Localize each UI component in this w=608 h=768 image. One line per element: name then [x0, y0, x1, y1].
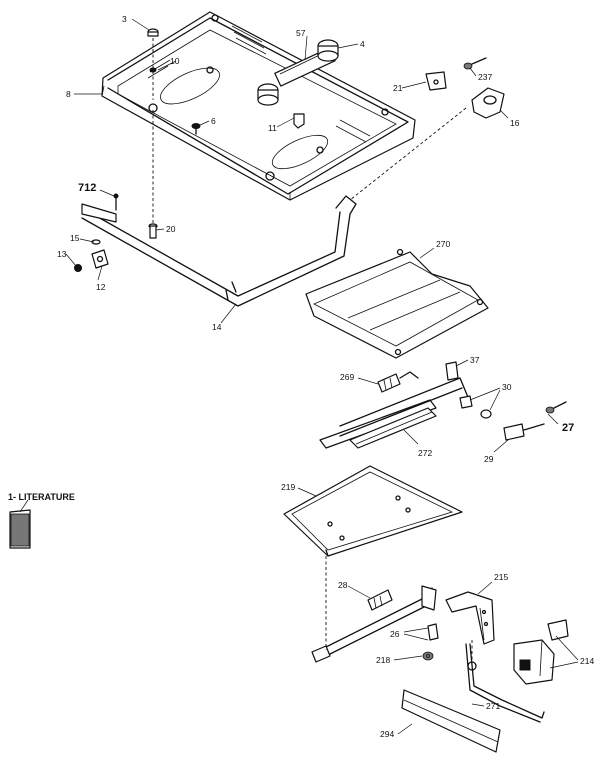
label-27: 27: [562, 422, 574, 434]
bracket-30: [459, 395, 492, 419]
label-37: 37: [470, 355, 480, 365]
screw-20: [148, 223, 158, 239]
label-8: 8: [66, 89, 71, 99]
label-4: 4: [360, 39, 365, 49]
label-14: 14: [212, 322, 222, 332]
label-13: 13: [57, 249, 67, 259]
pipe-271: [465, 640, 545, 723]
burner-272: [319, 377, 471, 449]
label-294: 294: [380, 729, 394, 739]
panel-270: [305, 248, 489, 359]
screw-6: [191, 123, 201, 135]
literature-booklet: [9, 499, 31, 549]
nut-218: [422, 651, 434, 661]
label-57: 57: [296, 28, 306, 38]
label-10: 10: [170, 56, 180, 66]
label-214: 214: [580, 656, 594, 666]
label-15: 15: [70, 233, 80, 243]
burner-valve-assembly: [257, 39, 339, 106]
screw-15: [91, 239, 101, 245]
label-12: 12: [96, 282, 106, 292]
panel-219: [283, 465, 463, 557]
leader-lines: [65, 18, 579, 735]
burner-lower: [311, 556, 437, 663]
igniter-28: [367, 589, 393, 611]
part-labels: 3 57 4 10 8 6 11 21 237 16 712 20 15 13 …: [8, 14, 594, 739]
label-20: 20: [166, 224, 176, 234]
label-21: 21: [393, 83, 403, 93]
nut-27: [545, 401, 567, 414]
nut-13: [74, 264, 82, 272]
label-26: 26: [390, 629, 400, 639]
nut-237: [463, 57, 487, 70]
label-28: 28: [338, 580, 348, 590]
label-272: 272: [418, 448, 432, 458]
label-6: 6: [211, 116, 216, 126]
nut-3: [147, 28, 159, 37]
fitting-12: [91, 249, 109, 269]
valve-214: [513, 619, 569, 685]
label-269: 269: [340, 372, 354, 382]
burner-box: [101, 11, 416, 201]
igniter-269: [377, 371, 419, 393]
label-30: 30: [502, 382, 512, 392]
clip-11: [293, 113, 305, 129]
bracket-215: [445, 591, 495, 645]
manifold-pipe: [81, 195, 357, 307]
label-712: 712: [78, 182, 96, 194]
label-29: 29: [484, 454, 494, 464]
clip-26: [427, 623, 439, 641]
label-219: 219: [281, 482, 295, 492]
label-237: 237: [478, 72, 492, 82]
rail-294: [401, 689, 501, 753]
label-11: 11: [268, 123, 277, 133]
label-218: 218: [376, 655, 390, 665]
label-270: 270: [436, 239, 450, 249]
orifice-29: [503, 423, 545, 441]
label-271: 271: [486, 701, 500, 711]
label-3: 3: [122, 14, 127, 24]
label-literature: 1- LITERATURE: [8, 492, 75, 502]
bracket-21: [425, 71, 447, 91]
label-215: 215: [494, 572, 508, 582]
label-16: 16: [510, 118, 520, 128]
clip-37: [445, 361, 459, 381]
screw-712: [113, 193, 119, 211]
mount-16: [471, 87, 505, 119]
